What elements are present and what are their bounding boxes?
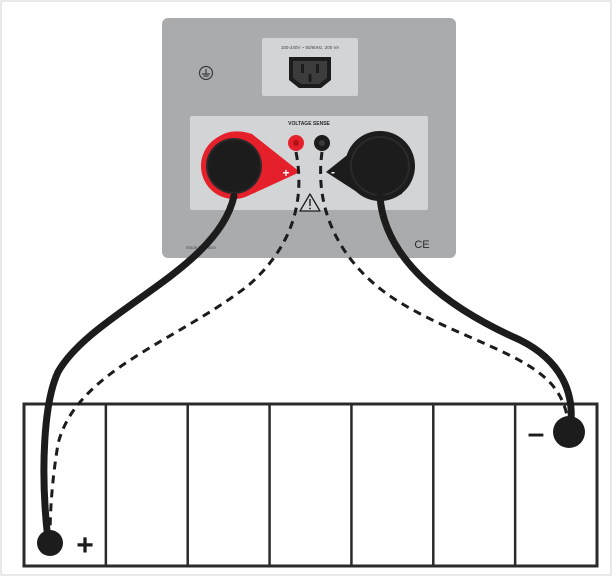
battery-positive-symbol: + [76, 529, 94, 562]
iec-power-inlet-icon[interactable] [289, 57, 331, 88]
mains-rating-text: 100-240V ~ 50/60Hz, 200 VA [281, 45, 339, 50]
cables [40, 151, 575, 544]
cell-dividers [104, 404, 517, 566]
positive-main-cable [40, 192, 238, 544]
positive-sense-cable [48, 151, 301, 539]
positive-output-terminal[interactable] [201, 131, 300, 199]
battery-negative-symbol: – [528, 417, 545, 450]
positive-terminal-symbol: + [282, 166, 289, 180]
negative-main-cable [376, 192, 575, 434]
battery-case [22, 402, 599, 568]
battery-positive-terminal[interactable] [37, 530, 63, 556]
negative-sense-socket [319, 140, 325, 146]
battery-negative-terminal[interactable] [553, 416, 585, 448]
ce-mark: CE [414, 239, 429, 251]
negative-terminal-symbol: - [331, 165, 335, 179]
negative-sense-cable [319, 151, 570, 429]
negative-output-terminal[interactable] [326, 131, 415, 201]
battery [22, 402, 599, 568]
warning-triangle-icon [299, 193, 321, 212]
positive-sense-socket [293, 140, 299, 146]
voltage-sense-label: VOLTAGE SENSE [288, 121, 330, 127]
protective-earth-icon [198, 65, 214, 81]
power-supply-rear-panel: 100-240V ~ 50/60Hz, 200 VA VOLTAGE SENSE… [162, 18, 456, 258]
